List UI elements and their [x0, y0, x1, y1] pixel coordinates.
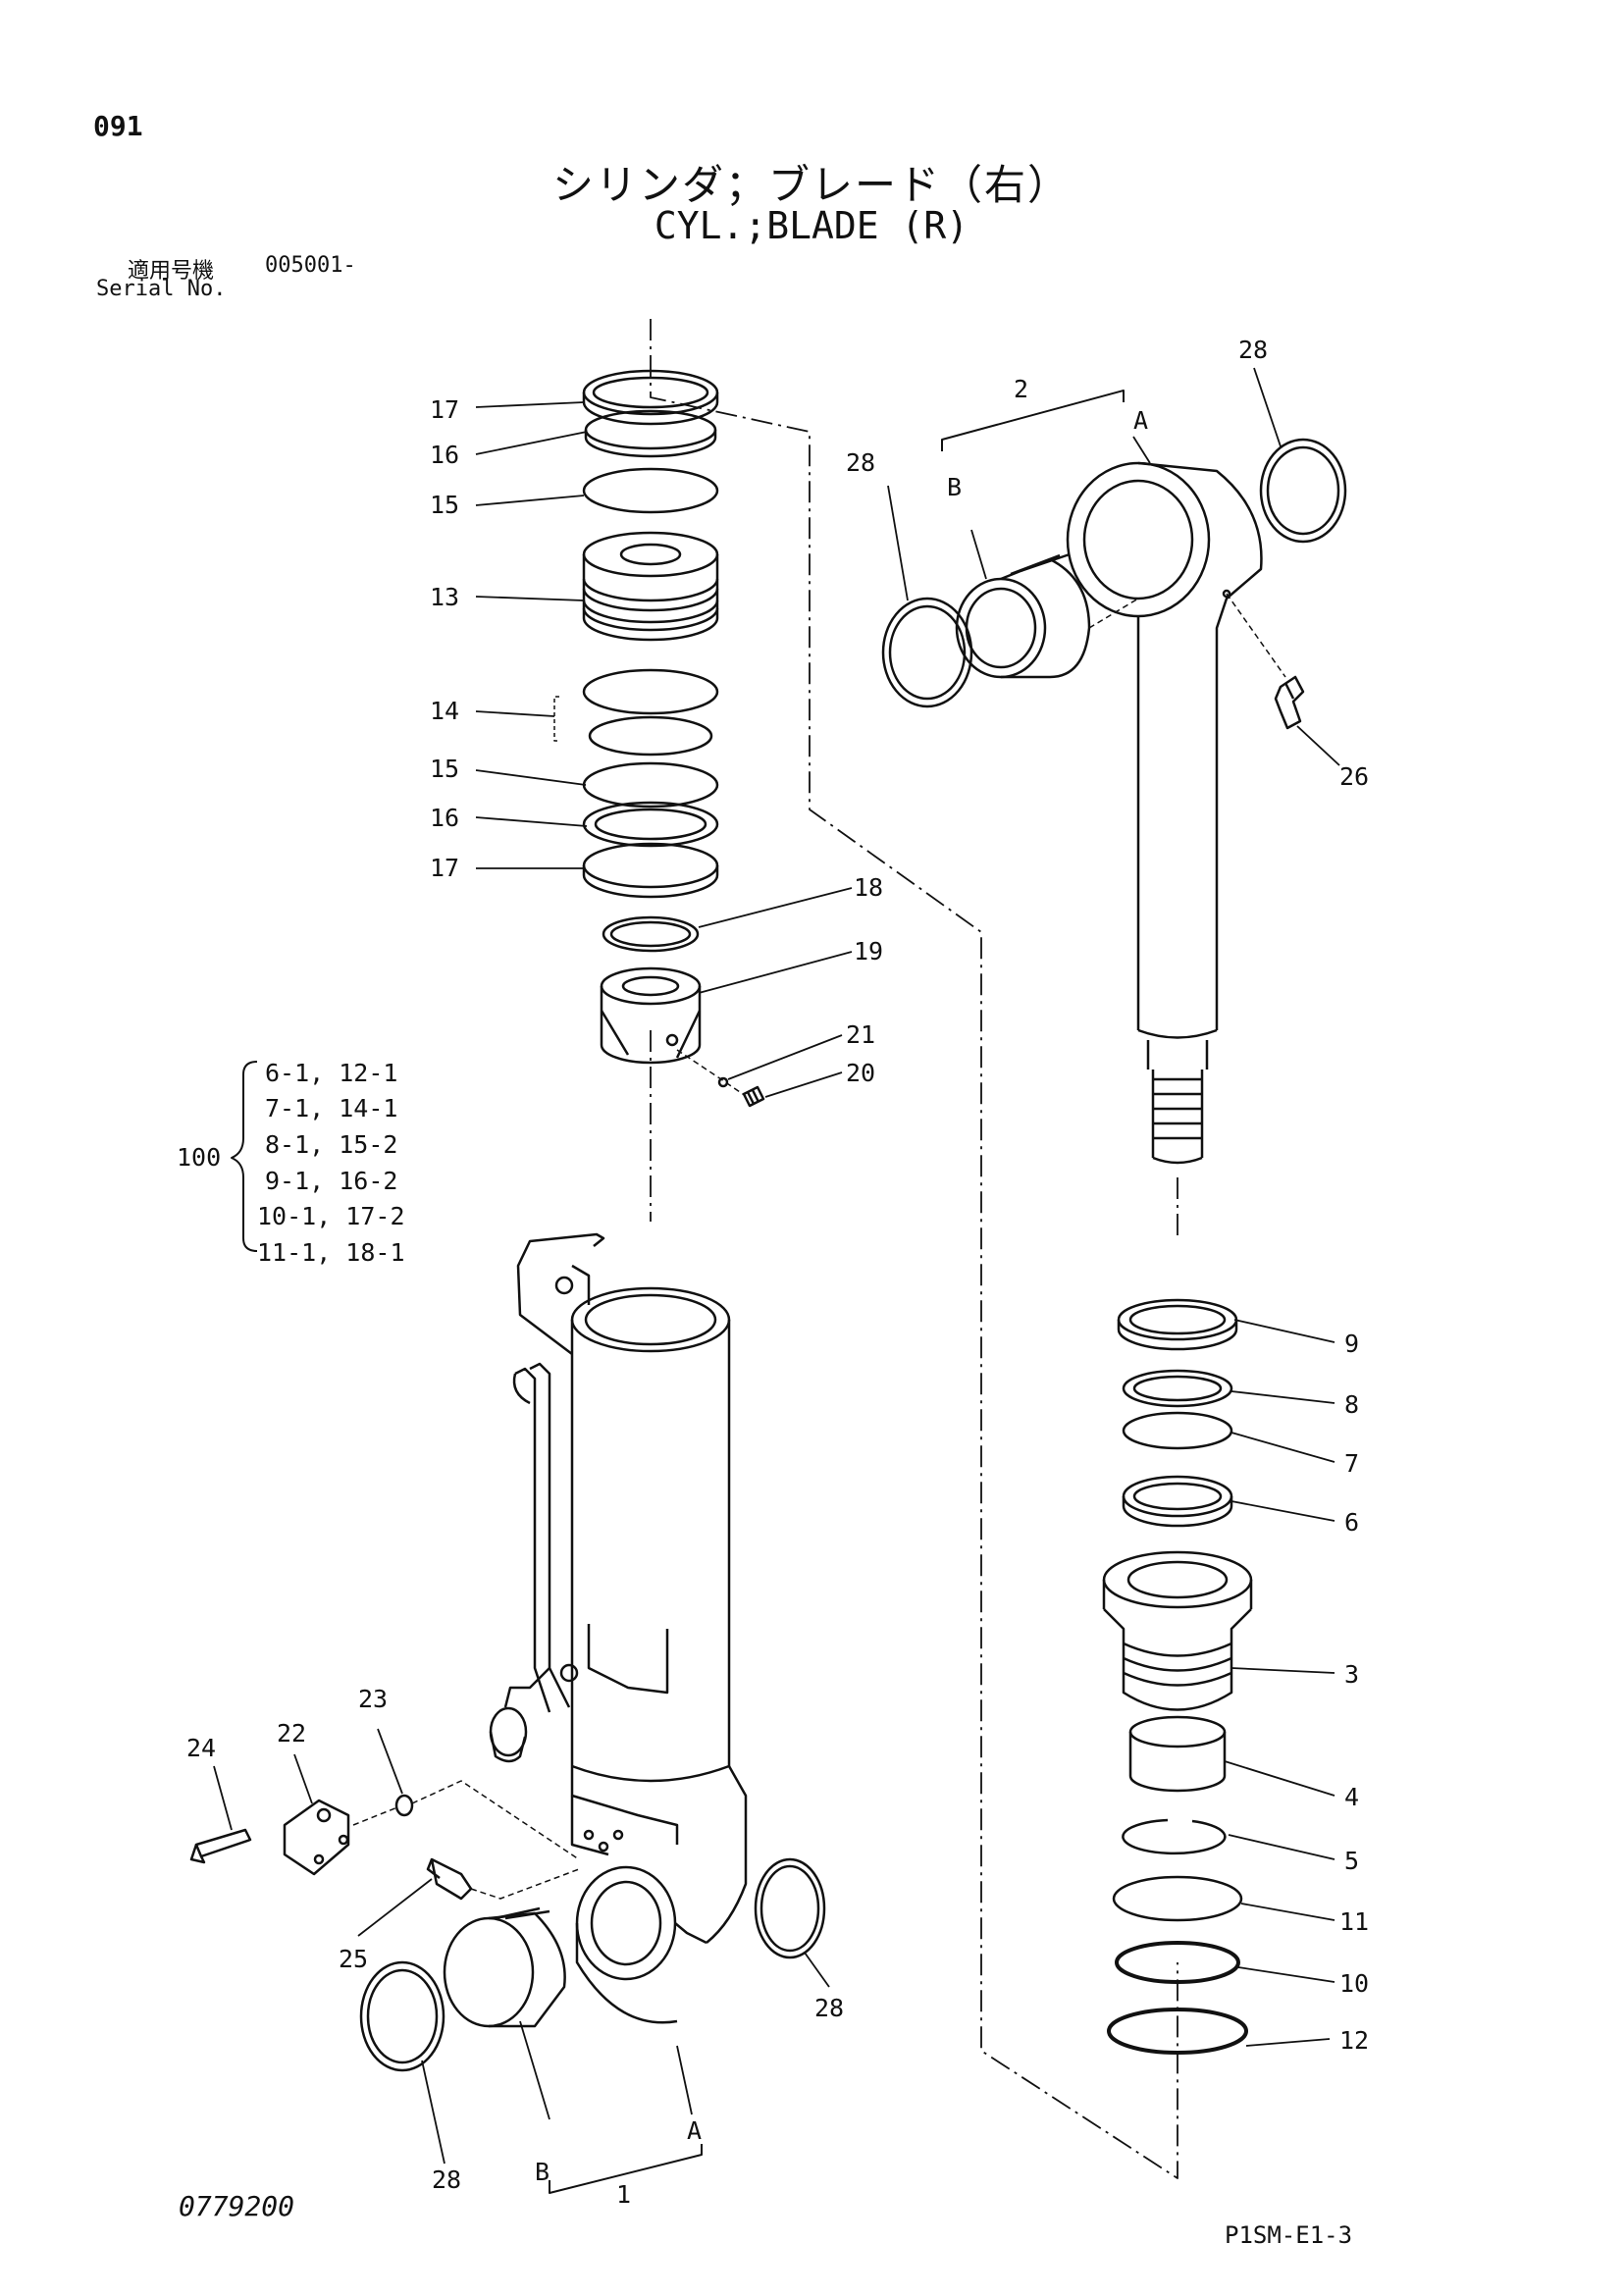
part-4-bushing — [1128, 1715, 1227, 1793]
callout-28-bottom-left: 28 — [432, 2166, 461, 2194]
bushing-b-bottom — [443, 1906, 566, 2028]
callout-15-bottom: 15 — [430, 755, 459, 783]
part-18-washer — [602, 915, 700, 953]
callout-16-bottom: 16 — [430, 804, 459, 832]
kit-item: 7-1, 14-1 — [265, 1094, 397, 1122]
callout-11: 11 — [1339, 1907, 1369, 1936]
part-24-bolt — [189, 1828, 252, 1864]
part-15-oring-top — [582, 467, 719, 514]
callout-28-top-left: 28 — [846, 448, 875, 477]
part-2-piston-rod — [1066, 461, 1263, 1165]
callout-23: 23 — [358, 1685, 388, 1713]
callout-28-top-right: 28 — [1238, 336, 1268, 364]
part-1-cylinder-tube — [489, 1232, 748, 2024]
callout-8: 8 — [1344, 1390, 1359, 1419]
part-20-set-screw — [742, 1085, 765, 1108]
part-11-ring — [1112, 1875, 1243, 1922]
callout-17-top: 17 — [430, 395, 459, 424]
drawing-number: 0779200 — [179, 2190, 295, 2222]
callout-3: 3 — [1344, 1660, 1359, 1689]
part-23-oring — [394, 1794, 414, 1817]
bracket-2 — [941, 390, 1125, 451]
callout-24: 24 — [186, 1734, 216, 1762]
part-16-ring-top — [584, 409, 717, 458]
serial-label-english: Serial No. — [96, 277, 227, 301]
callout-14: 14 — [430, 697, 459, 725]
part-28-seal-top-right — [1259, 438, 1347, 544]
part-25-grease-nipple — [426, 1857, 473, 1901]
callout-16-top: 16 — [430, 441, 459, 469]
axis-lines — [650, 319, 1178, 2179]
callout-A-top: A — [1133, 406, 1148, 435]
callout-7: 7 — [1344, 1449, 1359, 1478]
part-9-dust-seal — [1117, 1298, 1238, 1351]
part-26-grease-nipple — [1274, 675, 1305, 730]
part-17-ring-bottom — [582, 842, 719, 899]
callout-15-top: 15 — [430, 491, 459, 519]
part-28-seal-top-left — [881, 597, 973, 708]
part-28-seal-bottom-left — [359, 1960, 445, 2072]
kit-item: 11-1, 18-1 — [257, 1238, 405, 1267]
part-17-ring-top — [582, 369, 719, 426]
part-19-nut — [600, 966, 702, 1065]
callout-9: 9 — [1344, 1330, 1359, 1358]
kit-number: 100 — [177, 1143, 221, 1172]
callout-B-top: B — [947, 473, 962, 501]
callout-17-bottom: 17 — [430, 854, 459, 882]
serial-number-value: 005001- — [265, 253, 356, 278]
part-12-ring — [1107, 2008, 1248, 2055]
part-5-snap-ring — [1122, 1818, 1227, 1855]
sheet-code: P1SM-E1-3 — [1225, 2221, 1353, 2249]
part-13-piston — [582, 531, 719, 642]
bracket-1 — [549, 2144, 703, 2194]
kit-item: 9-1, 16-2 — [265, 1167, 397, 1195]
callout-19: 19 — [854, 937, 883, 965]
kit-item: 8-1, 15-2 — [265, 1130, 397, 1159]
bushing-b-top — [955, 552, 1091, 679]
callout-6: 6 — [1344, 1508, 1359, 1537]
callout-A-bottom: A — [687, 2116, 702, 2145]
part-22-elbow-block — [283, 1799, 350, 1876]
bracket-14 — [553, 696, 559, 742]
callout-10: 10 — [1339, 1969, 1369, 1998]
callout-18: 18 — [854, 873, 883, 902]
part-14-ring-b — [588, 715, 713, 757]
part-3-rod-cover — [1102, 1550, 1253, 1711]
part-15-oring-bottom — [582, 761, 719, 809]
part-21-ball — [717, 1076, 729, 1088]
callout-4: 4 — [1344, 1783, 1359, 1811]
callout-28-bottom-right: 28 — [814, 1994, 844, 2022]
kit-item: 6-1, 12-1 — [265, 1059, 397, 1087]
callout-13: 13 — [430, 583, 459, 611]
callout-B-bottom: B — [535, 2158, 550, 2186]
callout-2: 2 — [1014, 375, 1028, 403]
title-japanese: シリンダ；ブレード（右） — [551, 161, 1071, 209]
part-8-ring — [1122, 1369, 1233, 1408]
callout-21: 21 — [846, 1020, 875, 1049]
part-28-seal-bottom-right — [754, 1857, 826, 1959]
part-14-ring-a — [582, 668, 719, 715]
title-english: CYL.;BLADE (R) — [654, 204, 969, 247]
part-16-ring-bottom — [582, 801, 719, 848]
kit-item: 10-1, 17-2 — [257, 1202, 405, 1230]
callout-1: 1 — [616, 2180, 631, 2209]
kit-brace — [231, 1061, 258, 1252]
part-10-ring — [1115, 1941, 1240, 1984]
callout-22: 22 — [277, 1719, 306, 1748]
part-6-ring — [1122, 1475, 1233, 1528]
page-number: 091 — [93, 110, 143, 142]
serial-label-japanese: 適用号機 — [128, 259, 215, 284]
callout-26: 26 — [1339, 762, 1369, 791]
part-7-ring — [1122, 1411, 1233, 1450]
callout-20: 20 — [846, 1059, 875, 1087]
callout-5: 5 — [1344, 1847, 1359, 1875]
callout-25: 25 — [339, 1945, 368, 1973]
callout-12: 12 — [1339, 2026, 1369, 2055]
